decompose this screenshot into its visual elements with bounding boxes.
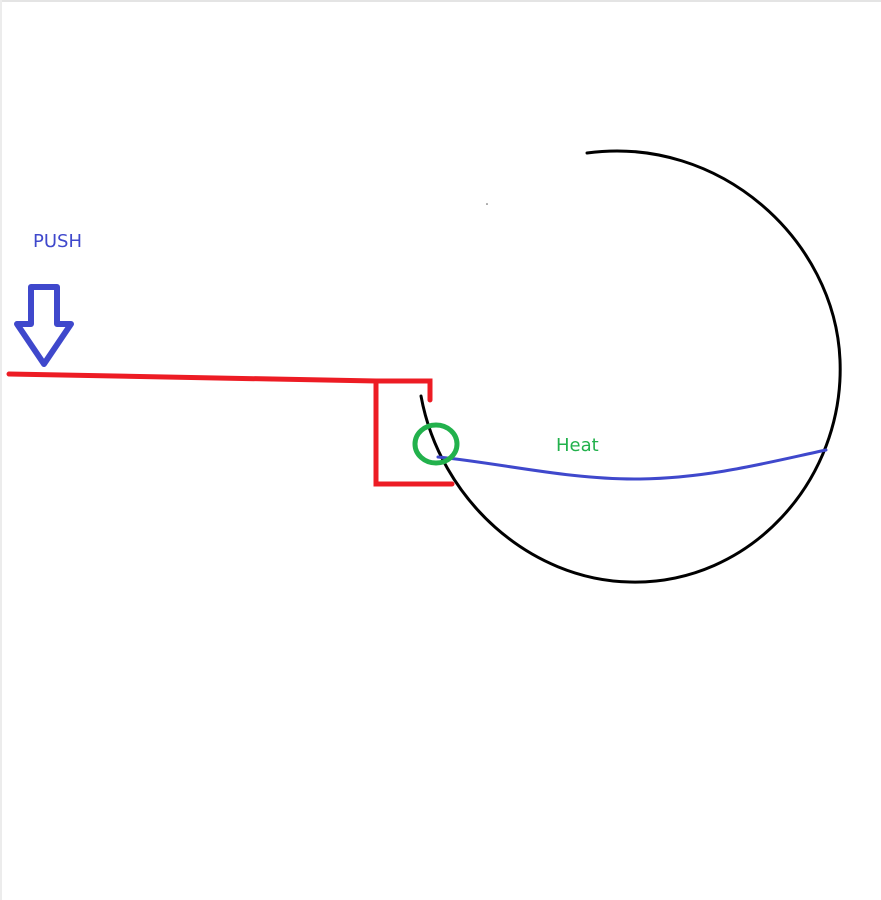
- stray-dot: [486, 203, 488, 205]
- down-arrow-icon: [14, 284, 74, 367]
- contact-point-marker: [412, 422, 460, 466]
- heat-label: Heat: [556, 435, 599, 456]
- heat-wire: [436, 448, 828, 481]
- canvas-left-edge: [0, 0, 2, 900]
- push-label: PUSH: [33, 231, 82, 252]
- lever-arm: [6, 371, 433, 403]
- spring-arc: [419, 149, 842, 584]
- canvas-top-edge: [0, 0, 881, 2]
- lever-bracket: [373, 378, 455, 487]
